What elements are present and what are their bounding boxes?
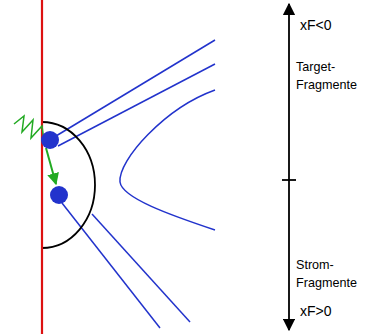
fragment-line: [92, 214, 190, 322]
fragment-line: [58, 64, 215, 146]
quark-dot: [50, 186, 68, 204]
quark-arrow: [46, 148, 56, 184]
axis-label: xF<0: [300, 16, 332, 34]
fragment-line: [56, 40, 215, 136]
axis-tick: [282, 179, 296, 181]
photon: [14, 116, 44, 141]
fragment-lines: [56, 40, 215, 328]
target-line: [41, 0, 43, 334]
axis-label: Target- Fragmente: [296, 58, 357, 94]
nucleon-arc: [42, 122, 95, 248]
fragment-curve: [120, 90, 215, 230]
quark-dot: [41, 131, 59, 149]
axis-label: xF>0: [300, 302, 332, 320]
xf-axis: [288, 4, 290, 330]
fragment-line: [62, 203, 160, 328]
axis-label: Strom- Fragmente: [296, 256, 357, 292]
